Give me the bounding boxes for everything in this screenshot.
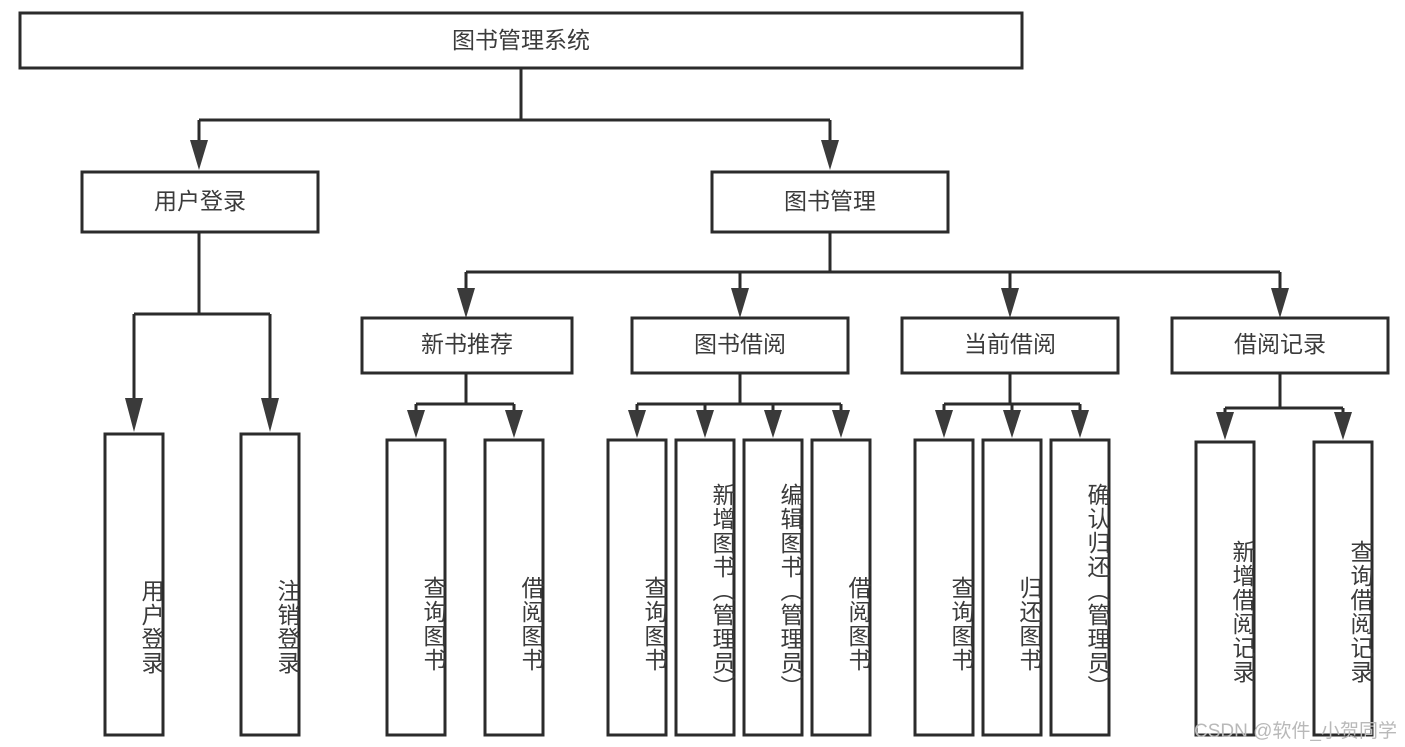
node-box-leaf-newbook-borrow[interactable] — [483, 438, 545, 737]
node-box-new-book-recommend[interactable] — [360, 316, 574, 375]
node-box-leaf-bookborrow-query[interactable] — [606, 438, 668, 737]
node-label-book-manage: 图书管理 — [784, 188, 876, 214]
node-box-leaf-record-query[interactable] — [1312, 440, 1374, 737]
node-box-leaf-bookborrow-edit[interactable] — [742, 438, 804, 737]
arrow-head-book-borrow — [731, 288, 749, 318]
arrow-head-borrowrecord-leaf-1 — [1216, 412, 1234, 440]
node-box-leaf-logout[interactable] — [239, 432, 301, 737]
node-box-user-login[interactable] — [80, 170, 320, 234]
node-box-book-manage[interactable] — [710, 170, 950, 234]
node-box-book-borrow[interactable] — [630, 316, 850, 375]
arrow-head-new-book — [457, 288, 475, 318]
node-box-leaf-currentborrow-query[interactable] — [913, 438, 975, 737]
node-label-new-book-recommend: 新书推荐 — [421, 331, 513, 357]
arrow-head-leaf-user-login — [125, 398, 143, 432]
node-box-current-borrow[interactable] — [900, 316, 1120, 375]
node-box-leaf-bookborrow-borrow[interactable] — [810, 438, 872, 737]
nodes-group: 图书管理系统 用户登录 图书管理 新书推荐 图书借阅 当前借阅 借阅记录 — [18, 11, 1390, 737]
arrow-head-borrowrecord-leaf-2 — [1334, 412, 1352, 440]
node-label-borrow-record: 借阅记录 — [1234, 331, 1326, 357]
arrow-head-bookborrow-leaf-3 — [764, 410, 782, 438]
arrow-head-newbook-leaf-1 — [407, 410, 425, 438]
arrow-head-book-manage — [821, 140, 839, 170]
arrow-head-bookborrow-leaf-4 — [832, 410, 850, 438]
csdn-watermark: CSDN @软件_小贺同学 — [1194, 721, 1397, 742]
node-box-leaf-currentborrow-confirm[interactable] — [1049, 438, 1111, 737]
arrow-head-bookborrow-leaf-1 — [628, 410, 646, 438]
arrow-head-current-borrow — [1001, 288, 1019, 318]
arrow-head-currentborrow-leaf-3 — [1071, 410, 1089, 438]
node-box-leaf-currentborrow-return[interactable] — [981, 438, 1043, 737]
node-box-leaf-record-add[interactable] — [1194, 440, 1256, 737]
node-box-leaf-newbook-query[interactable] — [385, 438, 447, 737]
node-box-leaf-user-login[interactable] — [103, 432, 165, 737]
node-label-book-borrow: 图书借阅 — [694, 331, 786, 357]
arrow-head-borrow-record — [1271, 288, 1289, 318]
arrow-head-user-login — [190, 140, 208, 170]
arrow-head-bookborrow-leaf-2 — [696, 410, 714, 438]
connectors-group — [125, 68, 1352, 440]
arrow-head-currentborrow-leaf-2 — [1003, 410, 1021, 438]
node-label-current-borrow: 当前借阅 — [964, 331, 1056, 357]
node-box-root[interactable] — [18, 11, 1024, 70]
node-box-borrow-record[interactable] — [1170, 316, 1390, 375]
node-label-root: 图书管理系统 — [452, 27, 590, 53]
arrow-head-leaf-logout — [261, 398, 279, 432]
node-box-leaf-bookborrow-add[interactable] — [674, 438, 736, 737]
node-label-user-login: 用户登录 — [154, 188, 246, 214]
arrow-head-newbook-leaf-2 — [505, 410, 523, 438]
arrow-head-currentborrow-leaf-1 — [935, 410, 953, 438]
